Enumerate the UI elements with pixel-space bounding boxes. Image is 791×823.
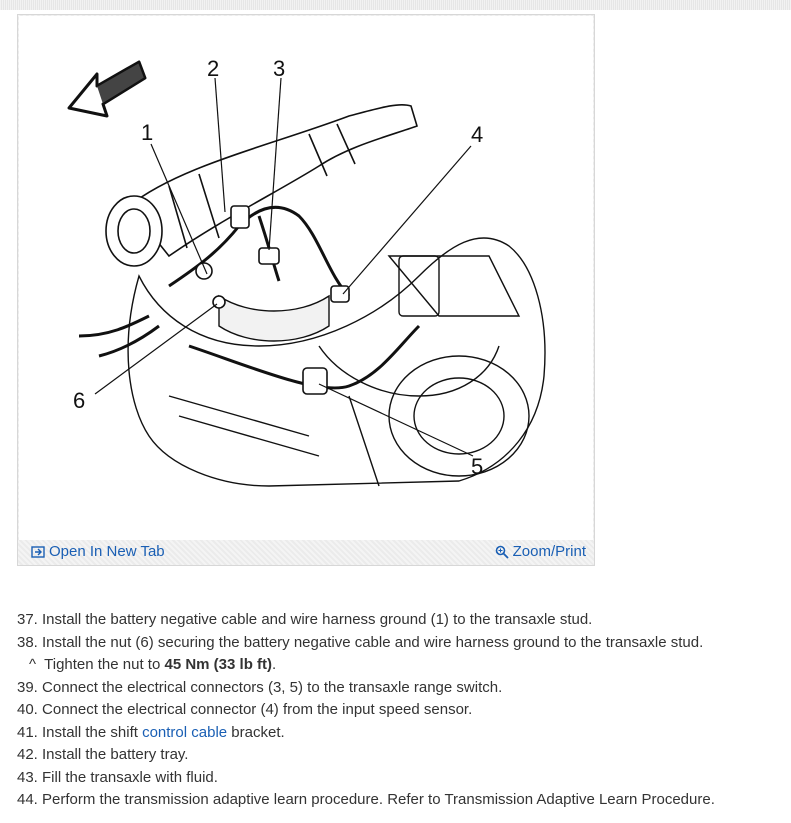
torque-value: 45 Nm (33 lb ft) <box>164 656 273 673</box>
zoom-print-link[interactable]: Zoom/Print <box>495 543 586 560</box>
intake-tube <box>105 103 418 267</box>
magnifier-icon <box>495 545 509 559</box>
control-cable-link[interactable]: control cable <box>142 723 228 741</box>
step-44: 44. Perform the transmission adaptive le… <box>17 791 715 808</box>
step-39: 39. Connect the electrical connectors (3… <box>17 678 503 696</box>
step-43: 43. Fill the transaxle with fluid. <box>17 768 218 786</box>
step-38: 38. Install the nut (6) securing the bat… <box>17 633 704 651</box>
callout-4: 4 <box>471 122 483 147</box>
callout-2: 2 <box>207 56 219 81</box>
connectors <box>195 205 350 395</box>
figure-toolbar: Open In New Tab Zoom/Print <box>28 543 586 563</box>
callout-1: 1 <box>141 120 153 145</box>
callout-6: 6 <box>73 388 85 413</box>
step-41: 41. Install the shift control cable brac… <box>17 723 285 741</box>
figure-container: 1 2 3 4 5 6 Open In New Tab Zoom/Print <box>17 14 595 566</box>
callout-3: 3 <box>273 56 285 81</box>
top-band <box>0 0 791 10</box>
open-in-new-tab-link[interactable]: Open In New Tab <box>31 543 165 560</box>
step-42: 42. Install the battery tray. <box>17 746 189 763</box>
procedure-steps: 37. Install the battery negative cable a… <box>17 609 787 812</box>
callout-5: 5 <box>471 454 483 479</box>
open-new-tab-icon <box>31 545 45 558</box>
step-40: 40. Connect the electrical connector (4)… <box>17 701 473 718</box>
engine-illustration: 1 2 3 4 5 6 <box>67 56 546 487</box>
zoom-print-label: Zoom/Print <box>512 543 586 560</box>
engine-body <box>127 237 546 487</box>
leader-lines <box>94 77 474 457</box>
caret-icon: ^ <box>29 656 37 673</box>
step-38-torque-note: ^ Tighten the nut to 45 Nm (33 lb ft). <box>29 656 277 673</box>
engine-diagram[interactable]: 1 2 3 4 5 6 <box>19 16 593 540</box>
open-in-new-tab-label: Open In New Tab <box>49 543 165 560</box>
step-37: 37. Install the battery negative cable a… <box>17 611 593 628</box>
